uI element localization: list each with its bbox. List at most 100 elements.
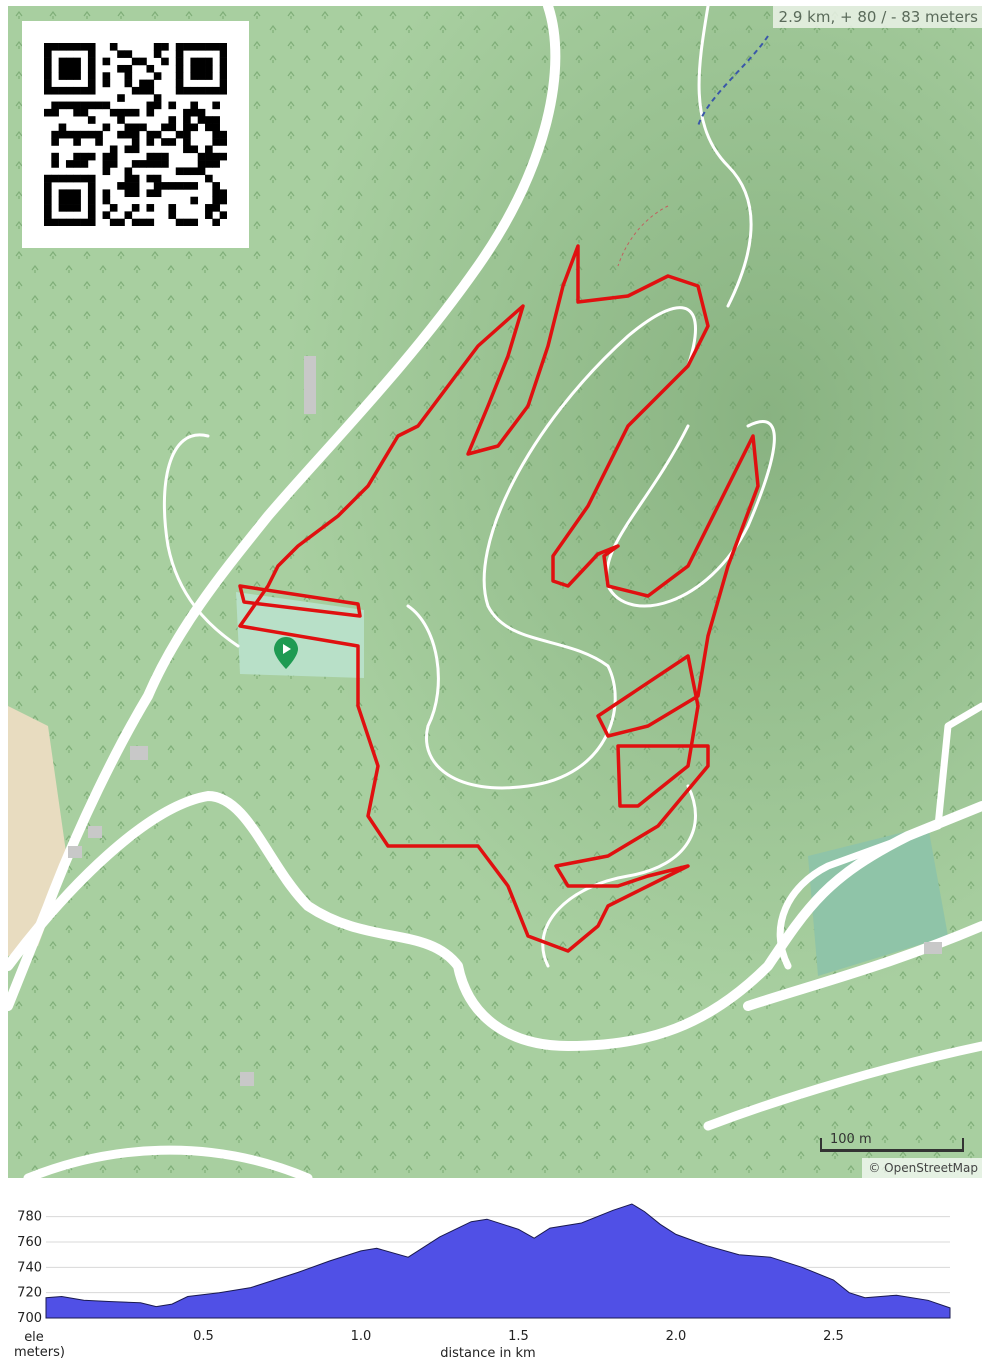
qr-module: [58, 72, 67, 80]
qr-module: [175, 130, 184, 139]
play-icon: [283, 644, 291, 654]
y-axis-label-line2: meters): [14, 1345, 65, 1360]
qr-module: [153, 182, 162, 190]
qr-module: [87, 116, 96, 124]
qr-module: [117, 94, 125, 102]
qr-module: [146, 101, 155, 110]
qr-module: [124, 174, 133, 183]
qr-module: [124, 64, 133, 73]
qr-module: [212, 218, 220, 226]
qr-module: [161, 182, 169, 190]
qr-module: [139, 123, 147, 132]
track-stats: 2.9 km, + 80 / - 83 meters: [772, 6, 982, 28]
qr-module: [73, 152, 81, 161]
qr-module: [219, 86, 227, 95]
qr-module: [102, 57, 111, 66]
y-tick-label: 720: [17, 1286, 42, 1301]
qr-code-icon: [44, 43, 227, 226]
qr-module: [65, 196, 74, 205]
building: [304, 356, 316, 414]
qr-module: [65, 160, 74, 168]
qr-module: [65, 174, 74, 183]
qr-module: [146, 86, 155, 95]
building: [240, 1072, 254, 1086]
qr-module: [109, 152, 118, 161]
qr-module: [58, 64, 67, 73]
qr-module: [102, 189, 111, 198]
qr-module: [80, 130, 89, 139]
qr-module: [175, 43, 184, 51]
qr-module: [65, 72, 74, 80]
qr-code[interactable]: [22, 21, 249, 248]
qr-module: [168, 204, 177, 212]
qr-module: [73, 218, 81, 226]
qr-module: [190, 196, 199, 205]
qr-module: [87, 72, 96, 80]
qr-module: [73, 196, 81, 205]
bottom-road: [23, 1145, 313, 1178]
qr-module: [190, 86, 199, 95]
qr-module: [58, 57, 67, 66]
qr-module: [153, 189, 162, 198]
qr-module: [87, 211, 96, 219]
qr-module: [212, 152, 220, 161]
buildings: [68, 356, 942, 1086]
qr-module: [131, 123, 140, 132]
qr-module: [161, 152, 169, 161]
qr-module: [80, 160, 89, 168]
qr-module: [190, 101, 199, 110]
qr-module: [146, 160, 155, 168]
qr-module: [197, 43, 206, 51]
qr-module: [51, 174, 59, 183]
qr-module: [80, 152, 89, 161]
map-attribution[interactable]: © OpenStreetMap: [862, 1158, 982, 1178]
qr-module: [102, 196, 111, 205]
start-marker: [274, 637, 298, 669]
qr-module: [109, 218, 118, 226]
qr-module: [183, 43, 191, 51]
qr-module: [205, 152, 213, 161]
qr-module: [197, 160, 206, 168]
qr-module: [190, 72, 199, 80]
qr-module: [212, 196, 220, 205]
qr-module: [80, 108, 89, 117]
qr-module: [117, 182, 125, 190]
qr-module: [73, 130, 81, 139]
qr-module: [51, 152, 59, 161]
qr-module: [219, 189, 227, 198]
qr-module: [197, 152, 206, 161]
qr-module: [139, 218, 147, 226]
track-loop-centre: [406, 306, 697, 790]
qr-module: [205, 123, 213, 132]
qr-module: [183, 108, 191, 117]
qr-module: [131, 160, 140, 168]
qr-module: [205, 211, 213, 219]
qr-module: [87, 79, 96, 88]
qr-module: [65, 57, 74, 66]
qr-module: [205, 72, 213, 80]
qr-module: [65, 218, 74, 226]
x-tick-label: 1.5: [508, 1329, 529, 1344]
qr-module: [58, 101, 67, 110]
qr-module: [205, 145, 213, 154]
side-road: [776, 702, 982, 970]
qr-module: [44, 43, 52, 51]
qr-module: [131, 86, 140, 95]
map-view[interactable]: 2.9 km, + 80 / - 83 meters 100 m © OpenS…: [8, 6, 982, 1178]
qr-module: [183, 123, 191, 132]
qr-module: [80, 218, 89, 226]
qr-module: [124, 167, 133, 176]
y-tick-label: 760: [17, 1235, 42, 1250]
qr-module: [73, 86, 81, 95]
qr-module: [124, 145, 133, 154]
qr-module: [65, 43, 74, 51]
qr-module: [87, 218, 96, 226]
qr-module: [87, 43, 96, 51]
qr-module: [65, 86, 74, 95]
y-axis-label: ele meters): [14, 1330, 65, 1360]
qr-module: [205, 43, 213, 51]
qr-module: [65, 130, 74, 139]
qr-module: [212, 204, 220, 212]
